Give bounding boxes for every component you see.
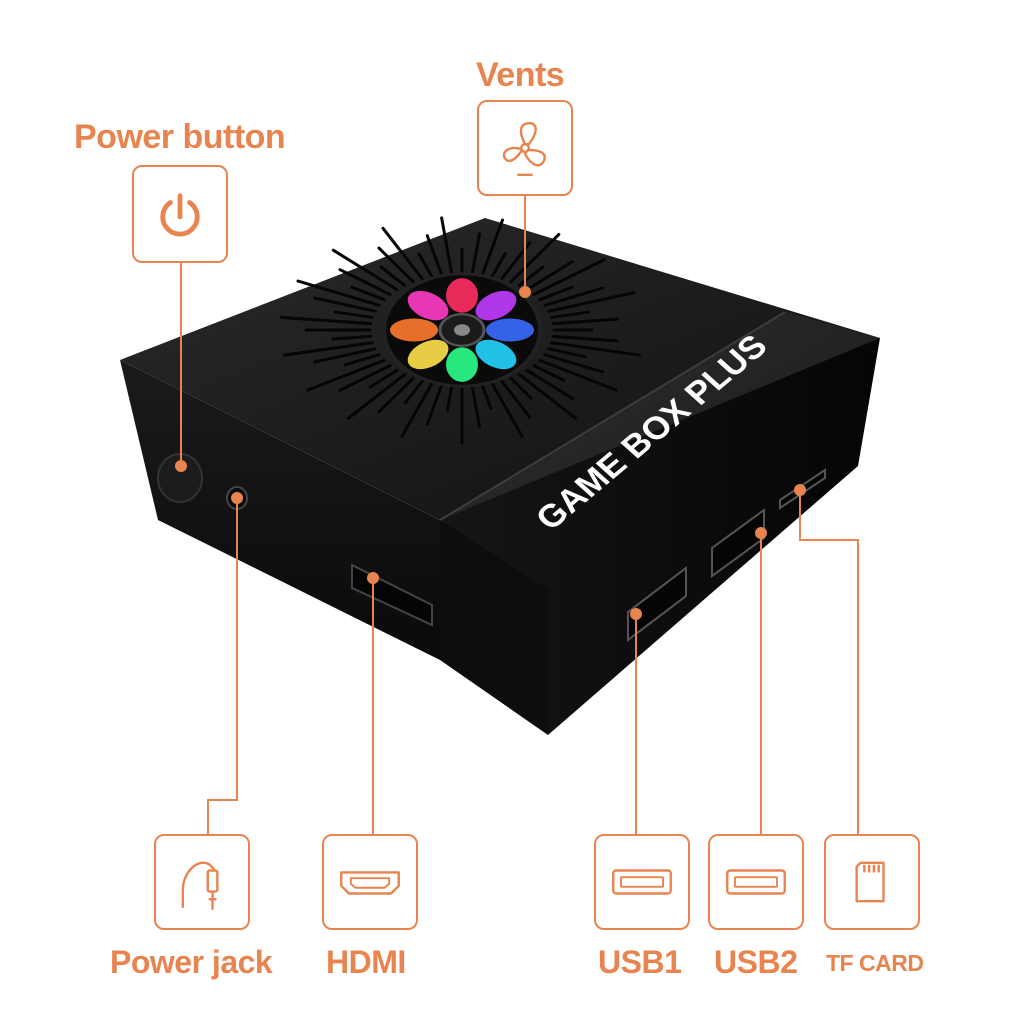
- vent-sunburst: [279, 216, 641, 445]
- device-port-face: [440, 338, 880, 735]
- hdmi-label: HDMI: [326, 944, 406, 980]
- usb-port-icon: [612, 869, 672, 895]
- hdmi-port-icon: [340, 871, 400, 895]
- plug-jack-icon: [181, 861, 219, 911]
- power-icon: [160, 193, 200, 237]
- vents-label: Vents: [476, 56, 565, 94]
- vents-callout: [477, 100, 573, 196]
- power-jack-label: Power jack: [110, 944, 273, 980]
- power-button-callout: [132, 165, 228, 263]
- usb1-callout: [594, 834, 690, 930]
- usb1-port: [627, 565, 687, 643]
- usb-port-icon: [726, 869, 786, 895]
- fan-icon: [502, 121, 546, 177]
- connector-power-jack: [207, 498, 238, 836]
- usb2-label: USB2: [714, 944, 798, 980]
- rgb-fan: [382, 272, 542, 388]
- sd-card-icon: [855, 861, 885, 903]
- tf-card-callout: [824, 834, 920, 930]
- connector-tf-card: [799, 490, 859, 836]
- power-jack-callout: [154, 834, 250, 930]
- usb1-label: USB1: [598, 944, 682, 980]
- power-button-label: Power button: [74, 118, 286, 156]
- tf-card-label: TF CARD: [826, 950, 924, 976]
- usb2-callout: [708, 834, 804, 930]
- hdmi-callout: [322, 834, 418, 930]
